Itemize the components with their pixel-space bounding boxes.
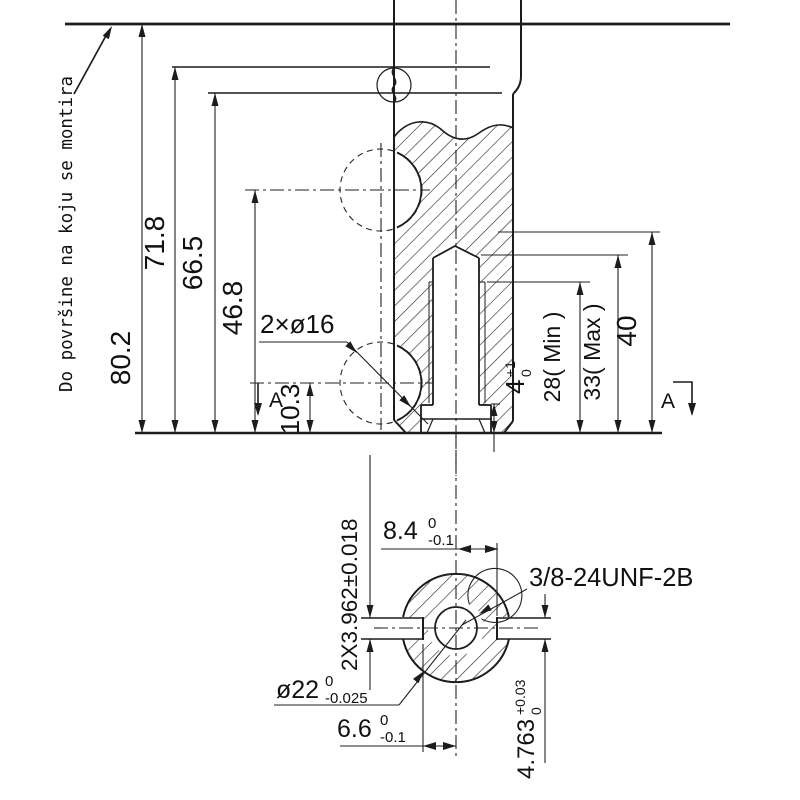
- holes-callout: 2×ø16: [259, 309, 429, 425]
- dim-4-tol-dn: 0: [518, 369, 534, 377]
- centerlines: [245, 0, 457, 476]
- right-dimensions: 28( Min ) 33( Max ) 40 4 +1 0: [481, 231, 660, 452]
- dim-66-5: 66.5: [177, 236, 208, 291]
- dim-46-8: 46.8: [217, 281, 248, 336]
- dim-40: 40: [611, 315, 642, 346]
- dim-6-6: 6.6: [337, 715, 372, 743]
- dim-4-tol-up: +1: [502, 361, 518, 377]
- dim-80-2: 80.2: [105, 331, 136, 386]
- dim-4763: 4.763: [513, 719, 540, 779]
- dim-key-width: 2X3.962±0.018: [337, 519, 362, 671]
- left-dimensions: 80.2 71.8 66.5 46.8 10.3: [105, 24, 314, 434]
- dim-4: 4: [500, 380, 530, 394]
- dim-22-tol-up: 0: [325, 673, 333, 690]
- dim-8-4-tol-dn: -0.1: [428, 532, 454, 549]
- dim-8-4: 8.4: [383, 517, 418, 545]
- dim-6-6-tol-dn: -0.1: [380, 729, 406, 746]
- break-wavy-line: [393, 121, 514, 140]
- holes-label: 2×ø16: [260, 309, 334, 339]
- dim-33-max: 33( Max ): [579, 303, 605, 400]
- dim-71-8: 71.8: [139, 216, 170, 271]
- dim-28-min: 28( Min ): [539, 312, 565, 403]
- shaft-outline: [172, 0, 522, 434]
- mounting-note: Do površine na koju se montira: [57, 26, 112, 392]
- section-marks: A A: [254, 381, 696, 416]
- dim-6-6-tol-up: 0: [380, 712, 388, 729]
- front-view: [65, 0, 730, 476]
- section-view: [361, 435, 551, 757]
- section-view-dimensions: 8.4 0 -0.1 3/8-24UNF-2B 2X3.962±0.018 ø2…: [274, 455, 693, 779]
- dim-8-4-tol-up: 0: [428, 515, 436, 532]
- mounting-note-text: Do površine na koju se montira: [57, 76, 77, 392]
- section-a-right-label: A: [661, 390, 675, 413]
- section-a-left-label: A: [269, 389, 283, 412]
- dim-10-3: 10.3: [275, 384, 305, 435]
- break-s-curve: [391, 67, 397, 103]
- dim-4763-tol-dn: 0: [528, 707, 544, 715]
- dim-22: ø22: [276, 676, 319, 704]
- thread-label: 3/8-24UNF-2B: [529, 564, 693, 592]
- dim-22-tol-dn: -0.025: [325, 690, 368, 707]
- dim-4763-tol-up: +0.03: [512, 679, 528, 715]
